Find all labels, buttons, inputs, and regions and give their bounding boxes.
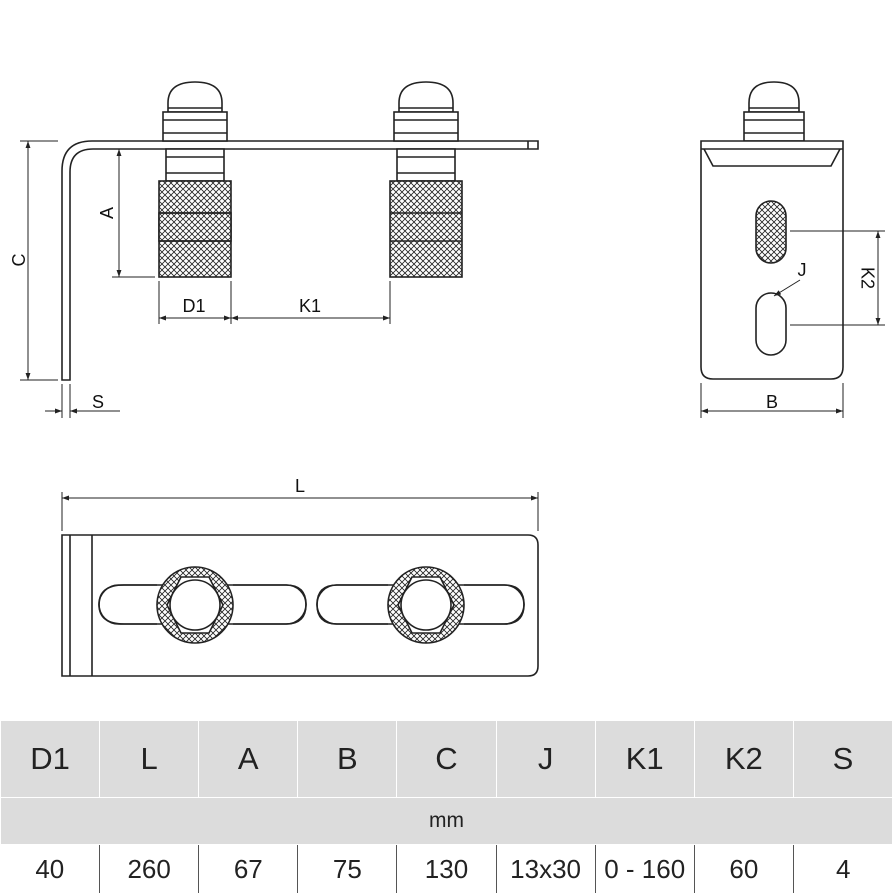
front-dimensions bbox=[20, 140, 391, 418]
roller-left bbox=[158, 81, 232, 278]
unit-cell: mm bbox=[0, 797, 893, 845]
upper-slot bbox=[755, 200, 787, 264]
side-view bbox=[700, 81, 844, 380]
top-slot-outlines bbox=[98, 584, 525, 625]
header-cell: C bbox=[396, 720, 497, 798]
table-header-row: D1 L A B C J K1 K2 S bbox=[0, 720, 893, 798]
side-dimensions bbox=[700, 230, 885, 418]
technical-drawing: C A D1 K1 S K2 J B bbox=[9, 81, 885, 677]
header-cell: D1 bbox=[0, 720, 101, 798]
label-J: J bbox=[798, 260, 807, 280]
header-cell: A bbox=[198, 720, 299, 798]
label-S: S bbox=[92, 392, 104, 412]
value-cell: 0 - 160 bbox=[594, 844, 695, 894]
value-cell: 40 bbox=[0, 844, 101, 894]
value-cell: 260 bbox=[99, 844, 200, 894]
top-dimensions bbox=[61, 492, 539, 531]
value-cell: 60 bbox=[693, 844, 794, 894]
value-cell: 75 bbox=[297, 844, 398, 894]
front-view bbox=[61, 81, 539, 381]
label-A: A bbox=[97, 207, 117, 219]
label-L: L bbox=[295, 476, 305, 496]
label-K2: K2 bbox=[857, 267, 877, 289]
header-cell: S bbox=[792, 720, 893, 798]
header-cell: K1 bbox=[594, 720, 695, 798]
lower-slot bbox=[755, 292, 787, 356]
header-cell: B bbox=[297, 720, 398, 798]
header-cell: J bbox=[495, 720, 596, 798]
roller-right bbox=[389, 81, 463, 278]
header-cell: K2 bbox=[693, 720, 794, 798]
label-D1: D1 bbox=[182, 296, 205, 316]
bracket-profile bbox=[61, 140, 539, 381]
header-cell: L bbox=[99, 720, 200, 798]
label-B: B bbox=[766, 392, 778, 412]
value-cell: 67 bbox=[198, 844, 299, 894]
label-K1: K1 bbox=[299, 296, 321, 316]
value-cell: 130 bbox=[396, 844, 497, 894]
dimensions-table: D1 L A B C J K1 K2 S mm 40 260 67 75 130… bbox=[0, 720, 893, 894]
table-unit-row: mm bbox=[0, 797, 893, 845]
top-view bbox=[61, 534, 539, 677]
table-values-row: 40 260 67 75 130 13x30 0 - 160 60 4 bbox=[0, 844, 893, 894]
value-cell: 13x30 bbox=[495, 844, 596, 894]
value-cell: 4 bbox=[792, 844, 893, 894]
label-C: C bbox=[9, 254, 29, 267]
